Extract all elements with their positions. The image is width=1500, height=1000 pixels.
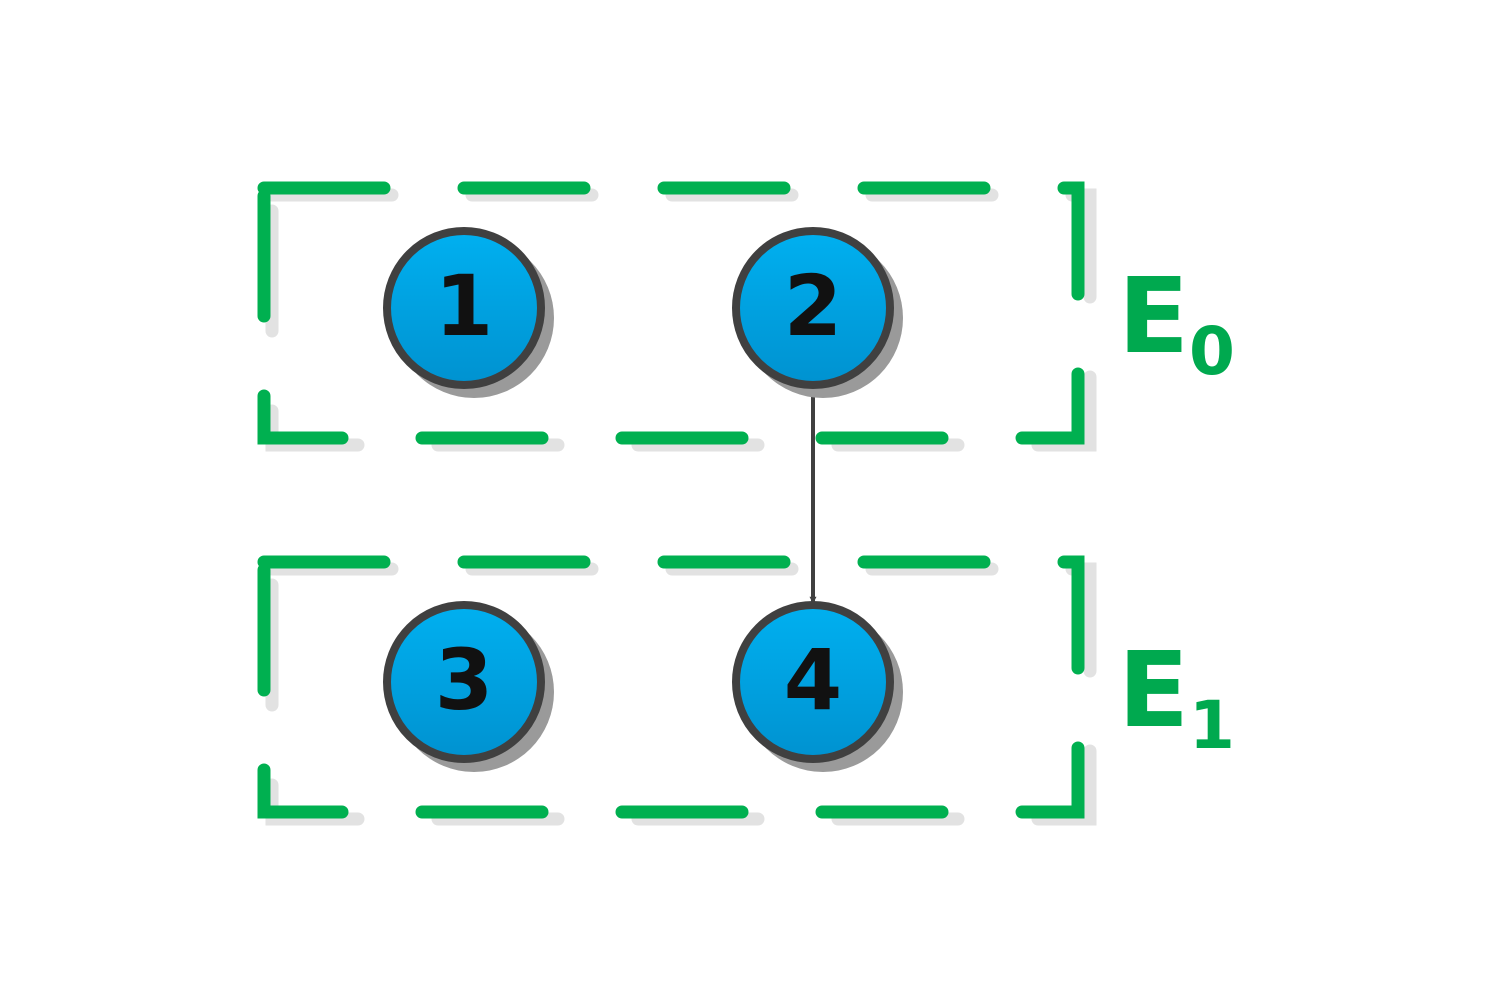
node-1[interactable]: 1 [383, 227, 554, 398]
node-3-circle [383, 601, 545, 763]
group-e1-border [257, 555, 1085, 819]
group-e0-shadow [265, 188, 1097, 452]
node-1-circle [383, 227, 545, 389]
node-2-circle [732, 227, 894, 389]
node-4[interactable]: 4 [732, 601, 903, 772]
node-4-label: 4 [784, 631, 842, 729]
group-e0: E0 [257, 181, 1235, 452]
group-e1: E1 [257, 555, 1235, 826]
node-3-label: 3 [435, 631, 493, 729]
node-3[interactable]: 3 [383, 601, 554, 772]
node-1-label: 1 [435, 257, 493, 355]
group-e1-label: E1 [1118, 629, 1235, 764]
group-e0-border [257, 181, 1085, 445]
group-e1-label-subscript: 1 [1189, 687, 1235, 764]
node-2[interactable]: 2 [732, 227, 903, 398]
group-e0-label-main: E [1118, 255, 1189, 377]
node-2-label: 2 [784, 257, 842, 355]
group-e1-shadow [265, 562, 1097, 826]
group-e0-label-subscript: 0 [1189, 313, 1235, 390]
group-e1-label-main: E [1118, 629, 1189, 751]
group-e0-label: E0 [1118, 255, 1235, 390]
node-4-circle [732, 601, 894, 763]
